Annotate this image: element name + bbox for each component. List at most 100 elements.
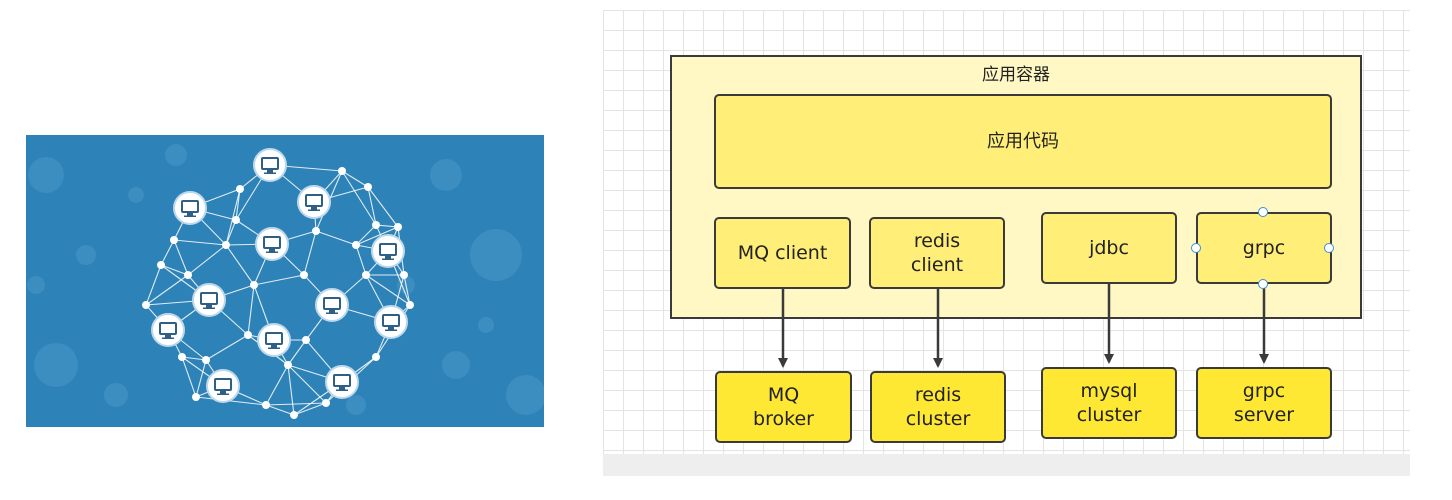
network-edge	[293, 402, 327, 416]
selection-handle-top[interactable]	[1258, 207, 1268, 217]
grpc-server-box: grpc server	[1196, 367, 1332, 439]
mq-client-box: MQ client	[714, 217, 851, 289]
architecture-diagram: 应用容器 应用代码 MQ client redis client jdbc gr…	[603, 10, 1410, 476]
network-dot	[244, 331, 252, 339]
grpc-server-label: grpc server	[1233, 380, 1295, 426]
network-dot	[142, 301, 150, 309]
computer-monitor-icon	[151, 313, 185, 347]
network-edge	[195, 359, 207, 398]
app-container-title: 应用容器	[982, 65, 1050, 85]
network-edge	[365, 274, 411, 306]
network-dot	[400, 271, 408, 279]
selection-handle-right[interactable]	[1324, 243, 1334, 253]
connector-arrows	[778, 284, 1269, 368]
mq-broker-label: MQ broker	[753, 384, 814, 430]
network-dot	[222, 241, 230, 249]
computer-monitor-icon	[206, 369, 240, 403]
network-nodes	[142, 148, 414, 419]
computer-monitor-icon	[255, 227, 289, 261]
network-dot	[352, 241, 360, 249]
network-edge	[341, 170, 377, 226]
network-dot	[338, 167, 346, 175]
network-dot	[284, 361, 292, 369]
network-dot	[302, 336, 310, 344]
network-edge	[287, 339, 307, 366]
network-edge	[160, 264, 189, 276]
app-code-box: 应用代码	[714, 94, 1332, 189]
network-dot	[192, 393, 200, 401]
selection-handle-left[interactable]	[1191, 243, 1201, 253]
network-dot	[170, 236, 178, 244]
network-edge	[181, 356, 207, 361]
computer-monitor-icon	[253, 148, 287, 182]
network-edge	[145, 274, 189, 306]
network-edge	[265, 402, 327, 406]
redis-client-box: redis client	[869, 217, 1005, 289]
network-dot	[290, 411, 298, 419]
background-bubbles	[27, 144, 544, 415]
network-edge	[355, 244, 367, 276]
network-dot	[372, 353, 380, 361]
network-edge	[287, 364, 295, 416]
network-edge	[367, 186, 377, 226]
network-edge	[287, 364, 327, 404]
network-dot	[262, 401, 270, 409]
network-dot	[406, 301, 414, 309]
computer-monitor-icon	[173, 191, 207, 225]
computer-monitor-icon	[297, 185, 331, 219]
network-edge	[225, 188, 241, 246]
network-dot	[250, 281, 258, 289]
redis-cluster-box: redis cluster	[870, 371, 1006, 443]
network-dot	[157, 261, 165, 269]
network-dot	[184, 271, 192, 279]
redis-cluster-label: redis cluster	[905, 384, 971, 430]
computer-monitor-icon	[374, 305, 408, 339]
network-dot	[236, 185, 244, 193]
selection-handle-bottom[interactable]	[1258, 279, 1268, 289]
network-edge	[355, 226, 399, 246]
network-edge	[403, 274, 411, 306]
computer-monitor-icon	[192, 283, 226, 317]
network-dot	[364, 183, 372, 191]
network-edge	[173, 239, 189, 276]
network-dot	[312, 227, 320, 235]
app-code-label: 应用代码	[987, 130, 1059, 152]
network-edge	[367, 186, 399, 228]
computer-monitor-icon	[371, 234, 405, 268]
network-edge	[303, 230, 317, 276]
network-edge	[187, 244, 227, 276]
network-edge	[315, 230, 357, 246]
network-edge	[235, 188, 241, 221]
network-dot	[322, 399, 330, 407]
mysql-cluster-label: mysql cluster	[1076, 380, 1142, 426]
network-edge	[181, 356, 197, 398]
network-edge	[247, 284, 255, 336]
network-edge	[265, 364, 289, 406]
redis-client-label: redis client	[910, 230, 964, 276]
jdbc-box: jdbc	[1041, 212, 1177, 284]
network-dot	[372, 221, 380, 229]
canvas-footer-bar	[603, 454, 1410, 476]
mysql-cluster-box: mysql cluster	[1041, 367, 1177, 439]
computer-monitor-icon	[257, 323, 291, 357]
network-edge	[225, 219, 237, 246]
network-dot	[362, 271, 370, 279]
network-edge	[145, 264, 162, 306]
mq-broker-box: MQ broker	[715, 371, 852, 443]
mq-client-label: MQ client	[737, 242, 828, 264]
network-edge	[225, 244, 255, 286]
network-edge	[253, 274, 305, 286]
network-edge	[160, 239, 175, 266]
network-dot	[178, 353, 186, 361]
network-dot	[300, 271, 308, 279]
grpc-label: grpc	[1242, 237, 1286, 259]
network-edge	[355, 224, 377, 246]
network-edge	[173, 239, 227, 246]
network-illustration	[26, 135, 544, 427]
network-edge	[265, 404, 295, 416]
jdbc-label: jdbc	[1089, 237, 1129, 259]
computer-monitor-icon	[325, 365, 359, 399]
network-dot	[232, 216, 240, 224]
network-graph-image	[26, 135, 544, 427]
computer-monitor-icon	[315, 288, 349, 322]
